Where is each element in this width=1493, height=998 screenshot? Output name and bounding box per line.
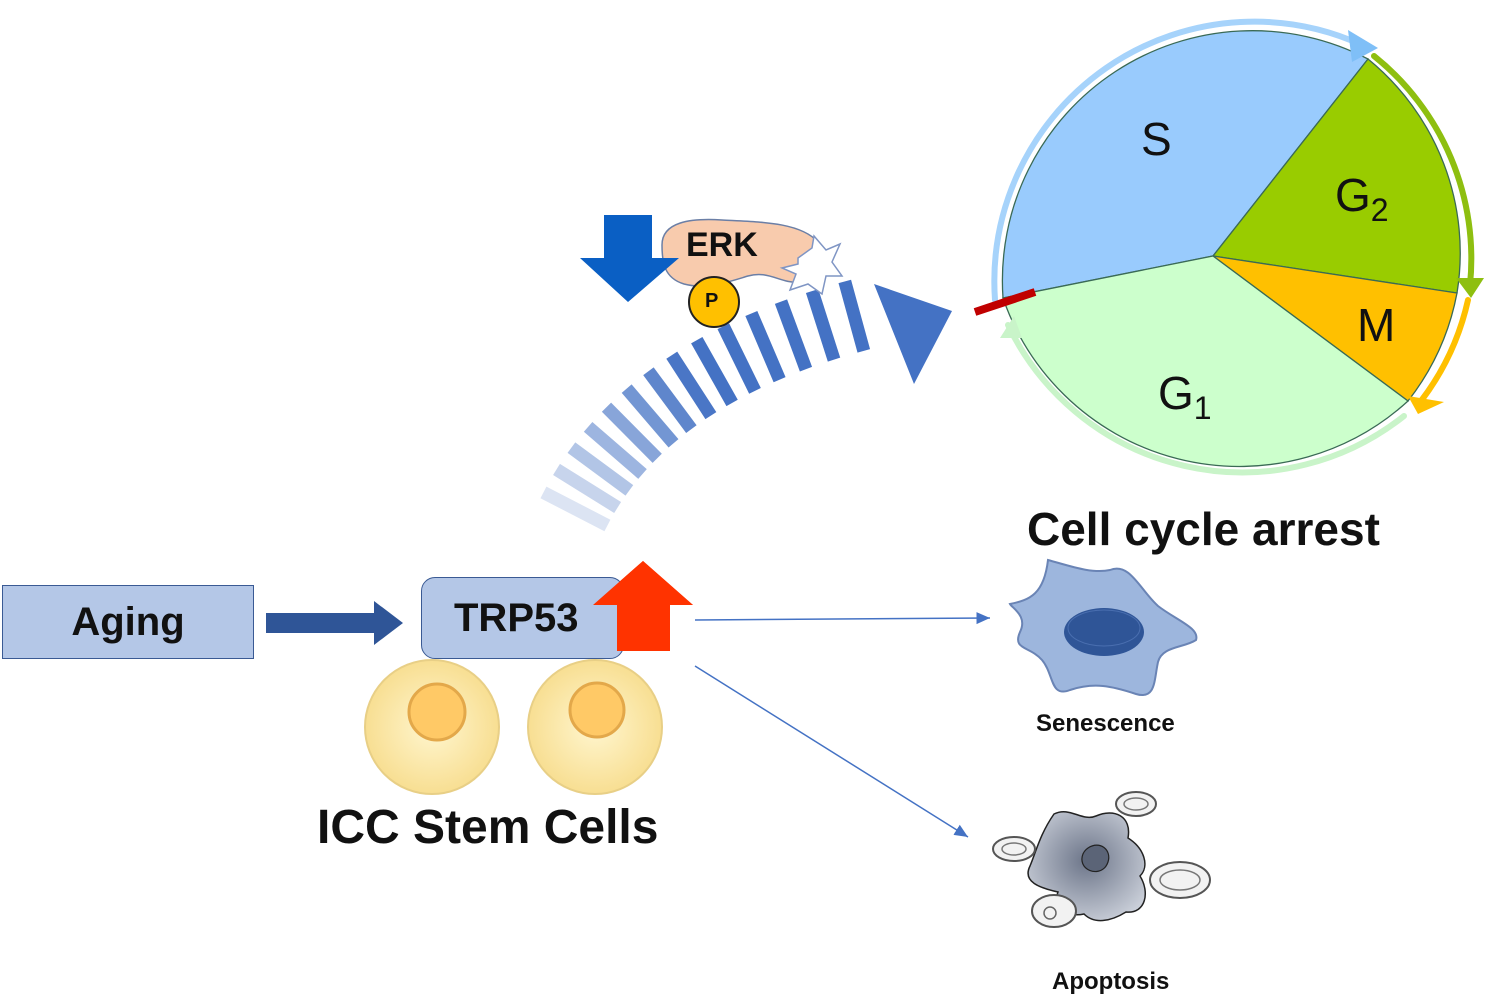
apoptotic-cell-icon	[992, 791, 1211, 928]
dash-segment	[643, 367, 697, 433]
cell-cycle-arrest-label: Cell cycle arrest	[1027, 503, 1380, 555]
dash-segment	[774, 299, 813, 372]
dash-segment	[666, 351, 717, 420]
arrest-bar	[973, 288, 1037, 316]
dash-segment	[691, 336, 738, 407]
cell-cycle-pie	[1001, 30, 1461, 468]
erk-complex	[580, 215, 844, 328]
senescent-cell-icon	[1008, 558, 1198, 697]
phase-g2-label: G2	[1335, 169, 1389, 229]
burst-icon	[779, 234, 844, 296]
phase-g2	[1211, 58, 1461, 294]
stem-cells-label: ICC Stem Cells	[317, 801, 659, 854]
aging-to-trp53-arrow	[266, 601, 403, 645]
phospho-icon	[688, 276, 740, 328]
trp53-box: TRP53	[421, 577, 624, 659]
stem-cell-icon	[527, 659, 663, 795]
arrow-to-apoptosis	[694, 665, 969, 838]
curved-arrow-head	[874, 284, 952, 384]
red-up-arrow-overlay	[593, 561, 693, 651]
erk-label: ERK	[686, 226, 758, 264]
dash-segment	[567, 442, 634, 496]
apoptosis-label: Apoptosis	[1052, 968, 1170, 995]
dash-segment	[553, 463, 622, 514]
phase-s-label: S	[1141, 113, 1172, 165]
dash-segment	[583, 421, 647, 479]
phase-g1	[1002, 255, 1410, 468]
dash-segment	[745, 310, 786, 383]
dash-segment	[540, 486, 611, 532]
arrow-to-senescence	[694, 612, 991, 625]
phase-m-label: M	[1357, 299, 1396, 351]
phospho-label: P	[705, 290, 719, 312]
phase-rim-arrows	[991, 18, 1484, 476]
dash-segment	[805, 289, 841, 362]
phase-g1-label: G1	[1158, 367, 1212, 427]
blue-down-arrow-icon	[580, 215, 679, 302]
senescence-label: Senescence	[1036, 710, 1175, 737]
trp53-label: TRP53	[454, 595, 579, 640]
dashed-curved-arrow	[540, 279, 871, 532]
phase-s	[1001, 30, 1369, 299]
dash-segment	[838, 279, 871, 353]
aging-label: Aging	[71, 599, 185, 644]
dash-segment	[621, 384, 679, 448]
dash-segment	[601, 402, 662, 463]
aging-box: Aging	[2, 585, 254, 659]
dash-segment	[717, 323, 761, 394]
stem-cell-icon	[364, 659, 500, 795]
